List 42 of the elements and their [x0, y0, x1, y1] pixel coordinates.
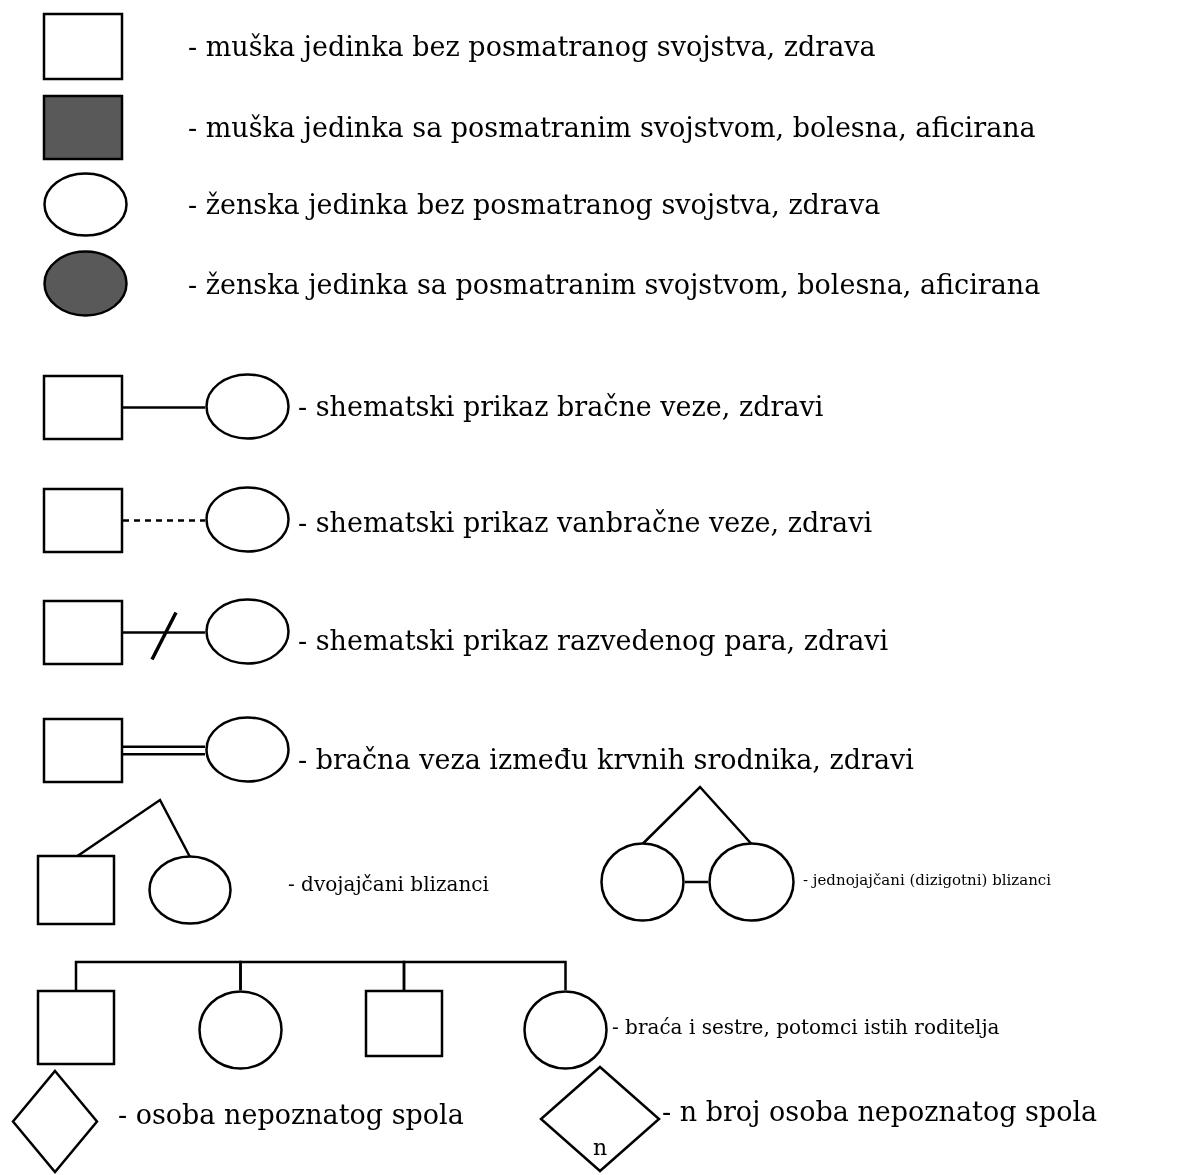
legend-description: - dvojajčani blizanci — [288, 872, 489, 896]
circle-symbol — [708, 842, 795, 922]
legend-description: - osoba nepoznatog spola — [118, 1099, 464, 1131]
square-symbol — [43, 13, 123, 80]
legend-description: - shematski prikaz bračne veze, zdravi — [298, 391, 824, 423]
double-line — [123, 745, 205, 756]
connector-line — [123, 406, 205, 409]
square-symbol — [365, 990, 443, 1057]
circle-symbol — [205, 716, 290, 783]
legend-description: - shematski prikaz vanbračne veze, zdravi — [298, 507, 873, 539]
legend-description: - braća i sestre, potomci istih roditelja — [612, 1015, 1000, 1039]
circle-symbol — [148, 855, 232, 925]
connector-line — [74, 960, 242, 990]
square-symbol — [37, 990, 115, 1065]
circle-symbol — [523, 990, 608, 1070]
legend-description: - ženska jedinka sa posmatranim svojstvom, bolesna, aficirana — [188, 269, 1041, 301]
connector-line — [123, 631, 205, 634]
legend-description: - bračna veza između krvnih srodnika, zdravi — [298, 744, 914, 776]
dashed-line — [123, 519, 205, 522]
circle-symbol — [205, 373, 290, 440]
square-symbol — [43, 488, 123, 553]
circle-symbol — [205, 598, 290, 665]
diamond-symbol — [12, 1070, 98, 1173]
legend-description: - muška jedinka bez posmatranog svojstva, zdrava — [188, 31, 876, 63]
square-symbol — [43, 600, 123, 665]
connector-line — [402, 960, 567, 990]
square-symbol — [43, 718, 123, 783]
diamond-symbol: n — [540, 1066, 660, 1172]
square-symbol — [43, 95, 123, 160]
circle-symbol — [600, 842, 685, 922]
connector-line — [239, 960, 406, 990]
square-symbol — [43, 375, 123, 440]
legend-description: - ženska jedinka bez posmatranog svojstva, zdrava — [188, 189, 881, 221]
circle-symbol — [198, 990, 283, 1070]
legend-description: - n broj osoba nepoznatog spola — [662, 1096, 1098, 1128]
square-symbol — [37, 855, 115, 925]
circle-symbol — [205, 486, 290, 553]
legend-description: - muška jedinka sa posmatranim svojstvom, bolesna, aficirana — [188, 112, 1036, 144]
legend-description: - shematski prikaz razvedenog para, zdravi — [298, 625, 889, 657]
connector-line — [685, 880, 708, 884]
circle-symbol — [43, 250, 128, 317]
circle-symbol — [43, 172, 128, 237]
